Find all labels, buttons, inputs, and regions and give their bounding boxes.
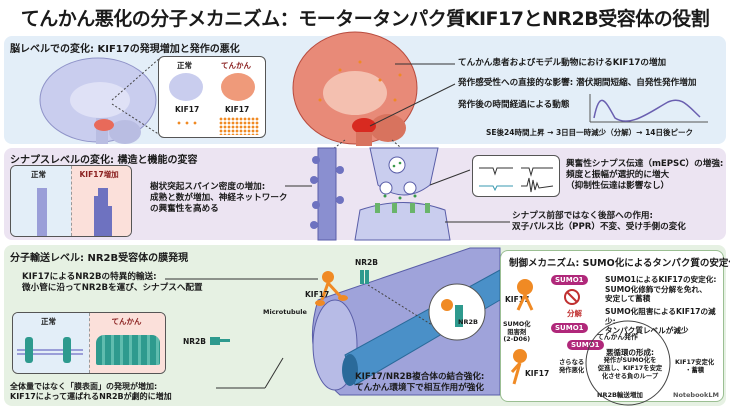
cycle-center-text: 悪循環の形成: 発作がSUMO化を 促進し、KIF17を安定 化させる負のループ [591,349,669,381]
brain-heading: 脳レベルでの変化: KIF17の発現増加と発作の悪化 [10,44,240,55]
normal-label: 正常 [177,61,192,70]
normal-label: 正常 [31,170,46,179]
kif17-dots-many [219,117,259,135]
brain-comparison-box: 正常 てんかん KIF17 KIF17 [158,56,266,138]
kif17-label-epilepsy: KIF17 [225,105,250,114]
transport-heading: 分子輸送レベル: NR2B受容体の膜発現 [10,253,189,264]
nr2b-label-zoom: NR2B [458,318,478,326]
nr2b-receptor [63,337,71,363]
kif17-dots-few [175,119,197,129]
synapse-illustration [354,147,510,241]
surface-line: 全体量ではなく「膜表面」の発現が増加: [10,382,158,391]
kif17-motor [315,271,348,306]
spine-line: 樹状突起スパイン密度の増加: [150,182,266,192]
cycle-line: 発作悪化 [559,367,585,374]
synapse-heading: シナプスレベルの変化: 構造と機能の変容 [10,155,198,166]
kif-transport-text: KIF17によるNR2Bの特異的輸送: 微小管に沿ってNR2Bを運び、シナプスへ… [22,272,203,294]
surface-text: 全体量ではなく「膜表面」の発現が増加: KIF17によって運ばれるNR2Bが劇的… [10,382,172,402]
epilepsy-label: てんかん [111,317,142,326]
complex-text: KIF17/NR2B複合体の結合強化: てんかん環境下で相互作用が強化 [355,372,484,394]
brain-point-1: てんかん患者およびモデル動物におけるKIF17の増加 [458,58,667,68]
brain-timeline: SE後24時間上昇 → 3日目一時減少（分解）→ 14日後ピーク [486,128,694,137]
inhibitor-line: 阻害剤 [507,328,527,336]
brain-point-3: 発作後の時間経過による動態 [458,100,570,110]
normal-brain-illustration [39,57,161,144]
epilepsy-membrane-panel: てんかん [88,313,165,373]
normal-membrane-panel: 正常 [13,313,89,373]
sumo-heading: 制御メカニズム: SUMO化によるタンパク質の安定化 [509,258,730,269]
cycle-line: KIF17安定化 [675,359,715,366]
kif17-label-reduced: KIF17 [525,369,550,378]
mepsc-text: 興奮性シナプス伝達（mEPSC）の増強: 頻度と振幅が選択的に増大 （抑制性伝達… [566,159,723,192]
sumo-mechanism-box: 制御メカニズム: SUMO化によるタンパク質の安定化 SUMO1 KIF17 分… [500,250,730,402]
sumo1-tag: SUMO1 [551,323,588,333]
inhibitor-label: SUMO化 阻害剤 (2-D06) [503,321,531,344]
mepsc-line: （抑制性伝達は影響なし） [566,181,670,191]
normal-label: 正常 [41,317,56,326]
brain-point-2: 発作感受性への直接的な影響: 潜伏期間短縮、自発性発作増加 [458,78,697,88]
nr2b-label-tube: NR2B [355,258,378,267]
inhibitor-line: SUMO化 [503,321,531,328]
kif17-label-normal: KIF17 [175,105,200,114]
postsynaptic-text: シナプス前部ではなく後部への作用: 双子パルス比（PPR）不変、受け手側の変化 [512,211,686,233]
cycle-line: さらなる [559,359,585,366]
microtubule-label: Microtubule [263,308,307,316]
increased-label: KIF17増加 [79,170,119,179]
page-title: てんかん悪化の分子メカニズム：モータータンパク質KIF17とNR2B受容体の役割 [20,8,710,30]
normal-spine-panel: 正常 [11,166,71,236]
complex-line: KIF17/NR2B複合体の結合強化: [355,372,485,382]
sumo1-tag: SUMO1 [551,275,588,285]
stab-line: SUMO化修飾で分解を免れ、 [605,284,707,294]
epileptic-mini-brain [221,73,255,101]
cycle-line: 促進し、KIF17を安定 [597,365,663,372]
membrane [17,349,83,355]
cycle-right-text: KIF17安定化 ・蓄積 [675,359,714,375]
watermark: NotebookLM [673,391,719,399]
nr2b-receptor-cluster [95,335,160,365]
cycle-line: 発作がSUMO化を [603,357,657,364]
surface-line: KIF17によって運ばれるNR2Bが劇的に増加 [10,392,172,401]
nr2b-receptor-illustrations [210,270,486,345]
mepsc-line: 頻度と振幅が選択的に増大 [566,170,670,180]
nr2b-receptor [25,337,33,363]
normal-mini-brain [169,73,203,101]
nr2b-label-membrane: NR2B [183,337,206,346]
post-line: シナプス前部ではなく後部への作用: [512,211,653,221]
stabilization-text: SUMO1によるKIF17の安定化: SUMO化修飾で分解を免れ、 安定して蓄積 [605,275,716,304]
cycle-line: ・蓄積 [685,367,705,374]
spine-line: の興奮性を高める [150,204,219,214]
cycle-left-text: さらなる 発作悪化 [559,359,584,375]
kif-line: 微小管に沿ってNR2Bを運び、シナプスへ配置 [22,283,203,293]
spine-line: 成熟と数が増加、神経ネットワーク [150,193,288,203]
mepsc-trace-box [472,155,560,197]
kif17-label: KIF17 [305,290,330,299]
post-line: 双子パルス比（PPR）不変、受け手側の変化 [512,222,686,232]
cycle-nr2b: NR2B輸送増加 [597,391,643,399]
cycle-seizure: てんかん発作 [597,333,638,341]
mepsc-traces [479,167,554,193]
mepsc-line: 興奮性シナプス伝達（mEPSC）の増強: [566,159,724,169]
spine-text: 樹状突起スパイン密度の増加: 成熟と数が増加、神経ネットワーク の興奮性を高める [150,182,288,215]
epilepsy-label: てんかん [221,61,251,70]
cycle-line: 悪循環の形成: [606,348,654,357]
dendrite-illustration [285,147,344,241]
spine-comparison-box: 正常 KIF17増加 [10,165,132,237]
kif-line: KIF17によるNR2Bの特異的輸送: [22,272,157,282]
stab-line: SUMO1によるKIF17の安定化: [605,275,717,284]
sumo1-tag: SUMO1 [567,340,604,350]
membrane-comparison-box: 正常 てんかん [12,312,166,374]
cycle-line: 化させる負のループ [601,373,659,380]
epileptic-brain-illustration [292,31,456,161]
kif17-label-stable: KIF17 [505,295,530,304]
increased-spine-panel: KIF17増加 [70,166,131,236]
reduce-line: SUMO化阻害によるKIF17の減少: [605,307,716,326]
complex-line: てんかん環境下で相互作用が強化 [355,383,484,393]
dense-dendrite [97,188,108,236]
degradation-label: 分解 [567,309,582,318]
inhibitor-line: (2-D06) [503,336,531,343]
stab-line: 安定して蓄積 [605,294,651,303]
timecourse-curve [593,99,701,122]
normal-dendrite [37,188,47,236]
